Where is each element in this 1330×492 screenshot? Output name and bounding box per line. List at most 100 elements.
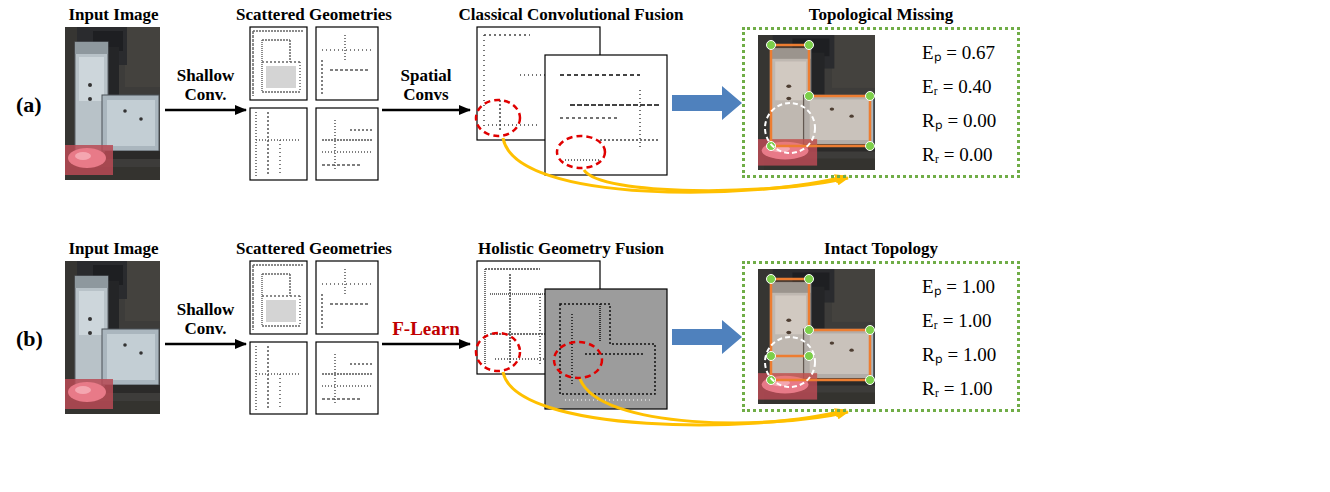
flow-arrow bbox=[165, 109, 246, 112]
metric-value: Eₚ = 0.67 bbox=[922, 36, 995, 70]
fusion-maps bbox=[509, 274, 511, 364]
fusion-maps bbox=[484, 269, 486, 364]
predicted-polygon bbox=[767, 275, 776, 284]
panel-title: Input Image bbox=[68, 4, 158, 26]
row-b-drawing bbox=[250, 261, 378, 414]
fusion-maps bbox=[484, 34, 530, 36]
focus-circle bbox=[476, 333, 520, 371]
focus-circle bbox=[476, 100, 605, 168]
image-panel: Input Image bbox=[62, 238, 165, 416]
fusion-maps bbox=[570, 104, 660, 106]
predicted-polygon bbox=[771, 45, 870, 146]
row-a-drawing bbox=[65, 27, 875, 192]
image-panel: Input Image bbox=[62, 4, 165, 182]
fusion-maps bbox=[477, 261, 667, 409]
fusion-maps bbox=[560, 304, 655, 400]
focus-circle bbox=[476, 100, 520, 136]
predicted-polygon bbox=[866, 326, 875, 335]
predicted-polygon bbox=[767, 142, 776, 151]
predicted-polygon bbox=[805, 352, 814, 361]
result-box: Topological Missing Eₚ = 0.67Eᵣ = 0.40Rₚ … bbox=[742, 4, 1020, 178]
focus-circle bbox=[554, 342, 602, 378]
fusion-maps bbox=[560, 75, 660, 160]
row-b-drawing bbox=[65, 261, 160, 414]
fusion-maps bbox=[545, 55, 667, 175]
panel-title: Topological Missing bbox=[809, 4, 953, 26]
panel-title: Input Image bbox=[68, 238, 158, 260]
label-anchor: (b) bbox=[16, 326, 43, 352]
fusion-maps bbox=[585, 353, 645, 355]
row-a-drawing bbox=[758, 35, 875, 170]
row-b-drawing bbox=[758, 269, 875, 404]
image-panel: Scattered Geometries bbox=[246, 238, 382, 416]
metric-value: Rₚ = 0.00 bbox=[922, 104, 996, 138]
fusion-maps bbox=[485, 268, 540, 270]
image-panel: Scattered Geometries bbox=[246, 4, 382, 182]
predicted-polygon bbox=[805, 41, 814, 50]
edge-label: F-Learn bbox=[381, 319, 471, 338]
row-b-drawing bbox=[65, 261, 875, 425]
predicted-polygon bbox=[805, 275, 814, 284]
panel-title: Classical Convolutional Fusion bbox=[459, 4, 684, 26]
focus-circle bbox=[557, 136, 605, 168]
panel-title: Scattered Geometries bbox=[236, 4, 392, 26]
label-anchor: Spatial Convs bbox=[388, 66, 464, 104]
row-a-drawing bbox=[758, 35, 875, 170]
predicted-polygon bbox=[767, 352, 776, 361]
predicted-polygon bbox=[765, 103, 815, 153]
highlight-arrow bbox=[503, 372, 846, 425]
predicted-polygon bbox=[765, 337, 815, 387]
fusion-maps bbox=[499, 100, 501, 132]
fusion-maps bbox=[599, 304, 601, 342]
metric-value: Rᵣ = 0.00 bbox=[922, 138, 993, 172]
label-anchor: Shallow Conv. bbox=[168, 300, 244, 338]
metric-value: Eᵣ = 1.00 bbox=[922, 304, 991, 338]
edge-label: Shallow Conv. bbox=[168, 66, 244, 104]
row-a-drawing bbox=[250, 27, 378, 180]
panel-title: Holistic Geometry Fusion bbox=[478, 238, 664, 260]
edge-label: Spatial Convs bbox=[388, 66, 464, 104]
label-anchor: Shallow Conv. bbox=[168, 66, 244, 104]
fusion-maps bbox=[477, 27, 667, 175]
metric-value: Eₚ = 1.00 bbox=[922, 270, 995, 304]
predicted-polygon bbox=[866, 92, 875, 101]
metric-value: Rₚ = 1.00 bbox=[922, 338, 996, 372]
predicted-polygon bbox=[767, 376, 776, 385]
row-b-drawing bbox=[65, 261, 160, 414]
flow-arrow bbox=[382, 109, 470, 112]
label-anchor: F-Learn bbox=[381, 319, 471, 338]
row-b-drawing bbox=[758, 269, 875, 404]
predicted-polygon bbox=[805, 92, 814, 101]
metric-value: Eᵣ = 0.40 bbox=[922, 70, 991, 104]
panel-title: Intact Topology bbox=[824, 238, 938, 260]
image-panel: Classical Convolutional Fusion bbox=[470, 4, 672, 182]
fusion-maps bbox=[560, 74, 640, 76]
fusion-maps bbox=[560, 117, 620, 119]
block-arrow bbox=[672, 86, 742, 120]
fusion-maps bbox=[565, 159, 600, 161]
fusion-maps bbox=[483, 35, 485, 130]
fusion-maps bbox=[565, 399, 650, 401]
flow-arrow bbox=[382, 343, 470, 346]
panel-title: Scattered Geometries bbox=[236, 238, 392, 260]
row-label: (b) bbox=[16, 326, 43, 352]
predicted-polygon bbox=[767, 275, 875, 385]
predicted-polygon bbox=[771, 279, 870, 380]
fusion-maps bbox=[539, 294, 541, 364]
predicted-polygon bbox=[771, 355, 809, 358]
result-box: Intact Topology Eₚ = 1.00Eᵣ = 1.00Rₚ = 1.… bbox=[742, 238, 1020, 412]
row-a-drawing bbox=[65, 27, 160, 180]
fusion-maps bbox=[571, 314, 573, 384]
fusion-maps bbox=[600, 139, 660, 141]
highlight-arrow bbox=[580, 379, 848, 423]
flow-arrow bbox=[165, 343, 246, 346]
predicted-polygon bbox=[765, 41, 875, 154]
predicted-polygon bbox=[767, 41, 776, 50]
fusion-maps bbox=[639, 90, 641, 150]
predicted-polygon bbox=[866, 376, 875, 385]
edge-label: Shallow Conv. bbox=[168, 300, 244, 338]
row-label: (a) bbox=[16, 92, 42, 118]
predicted-polygon bbox=[765, 275, 875, 388]
highlight-arrow bbox=[503, 138, 848, 192]
fusion-maps bbox=[545, 289, 667, 409]
